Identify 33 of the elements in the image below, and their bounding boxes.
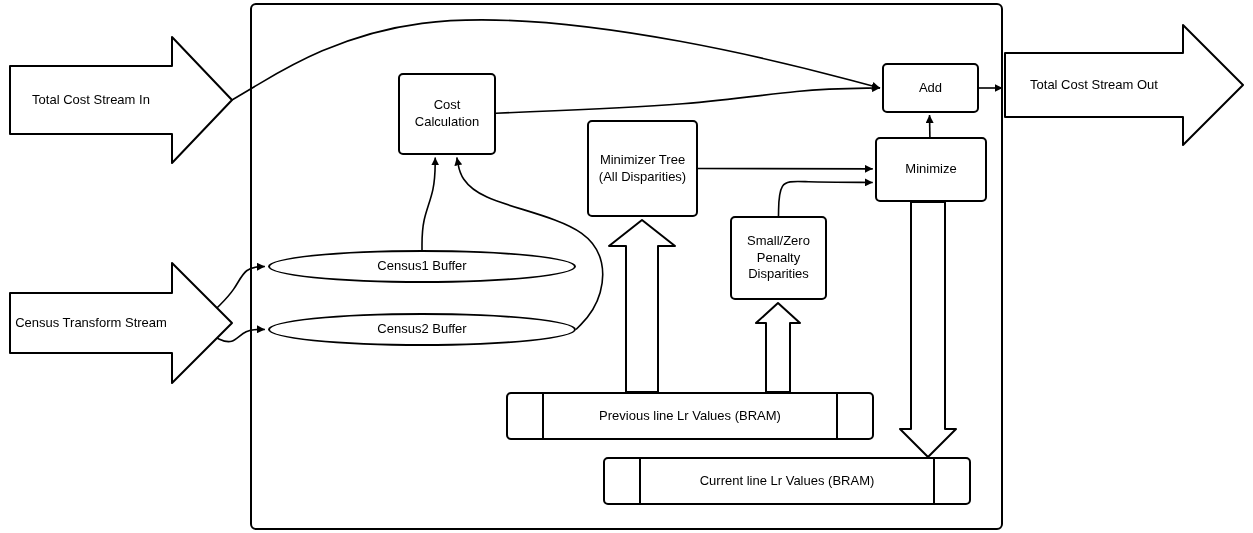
process-box [882,63,979,113]
arrow [454,156,604,331]
arrow [777,178,874,217]
memory-label: Previous line Lr Values (BRAM) [599,407,781,425]
arrow [697,164,874,173]
memory-label: Current line Lr Values (BRAM) [699,472,875,490]
arrow-label: Census Transform Stream [14,313,168,332]
arrow [231,19,881,101]
arrow [216,262,266,309]
buffer-label: Census2 Buffer [377,321,467,338]
process-box [875,137,987,202]
arrow [925,114,934,138]
arrow [495,84,881,114]
process-box [730,216,827,300]
process-box [587,120,698,217]
memory-block [603,457,971,505]
arrow-label: Total Cost Stream In [31,90,151,109]
box-label: Cost Calculation [413,97,481,131]
buffer-label: Census1 Buffer [377,258,467,275]
box-label: Minimizer Tree (All Disparities) [597,151,688,186]
arrow [216,325,266,343]
block-arrow [899,201,957,458]
block-arrow [608,219,676,393]
box-label: Minimize [905,161,957,178]
arrow-label: Total Cost Stream Out [1029,75,1159,94]
box-label: Add [918,79,943,97]
block-arrow [755,302,801,393]
box-label: Small/Zero Penalty Disparities [746,232,811,284]
arrow [978,84,1004,92]
memory-block [506,392,874,440]
arrow [421,156,440,251]
system-boundary [250,3,1003,530]
process-box [398,73,496,155]
